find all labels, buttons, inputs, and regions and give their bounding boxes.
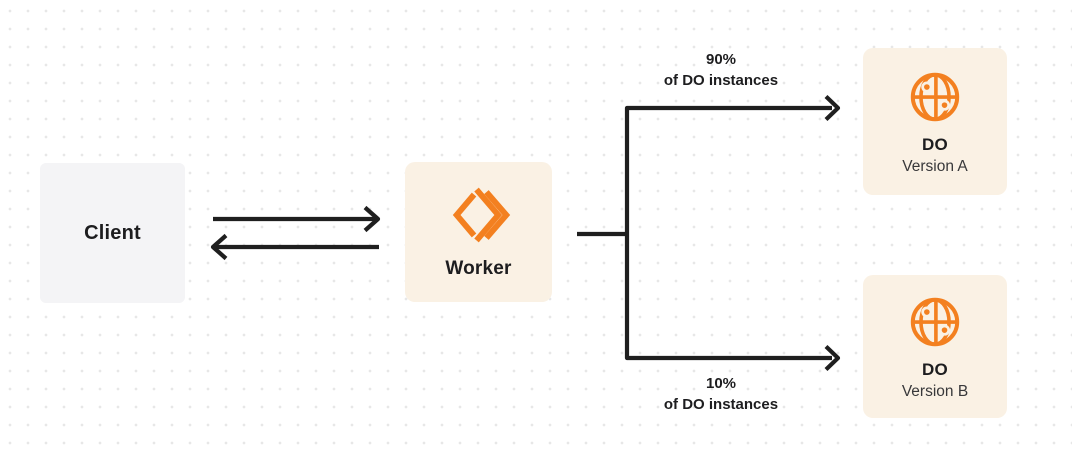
worker-to-client-arrowhead — [210, 233, 228, 261]
do-version-a-node: DO Version A — [863, 48, 1007, 195]
globe-nodes-icon — [906, 68, 964, 126]
do-b-subtitle: Version B — [901, 382, 969, 400]
worker-label: Worker — [445, 258, 512, 279]
globe-nodes-icon — [906, 293, 964, 351]
bottom-branch-percent: 10% — [705, 375, 737, 392]
branch-top-connector — [624, 105, 832, 234]
client-to-worker-arrowhead — [363, 205, 381, 233]
do-version-b-node: DO Version B — [863, 275, 1007, 418]
worker-node: Worker — [405, 162, 552, 302]
do-a-title: DO — [922, 134, 948, 154]
branch-bottom-connector — [624, 234, 832, 361]
client-node: Client — [40, 163, 185, 303]
top-branch-caption: of DO instances — [663, 72, 779, 89]
branch-bottom-arrowhead — [824, 344, 841, 372]
branch-top-arrowhead — [824, 94, 841, 122]
bottom-branch-label: 10% of DO instances — [599, 373, 843, 415]
workers-chevron-logo-icon — [447, 184, 511, 246]
top-branch-percent: 90% — [705, 51, 737, 68]
do-a-subtitle: Version A — [902, 157, 968, 175]
client-label: Client — [84, 221, 141, 244]
bottom-branch-caption: of DO instances — [663, 396, 779, 413]
top-branch-label: 90% of DO instances — [599, 49, 843, 91]
do-b-title: DO — [922, 359, 948, 379]
